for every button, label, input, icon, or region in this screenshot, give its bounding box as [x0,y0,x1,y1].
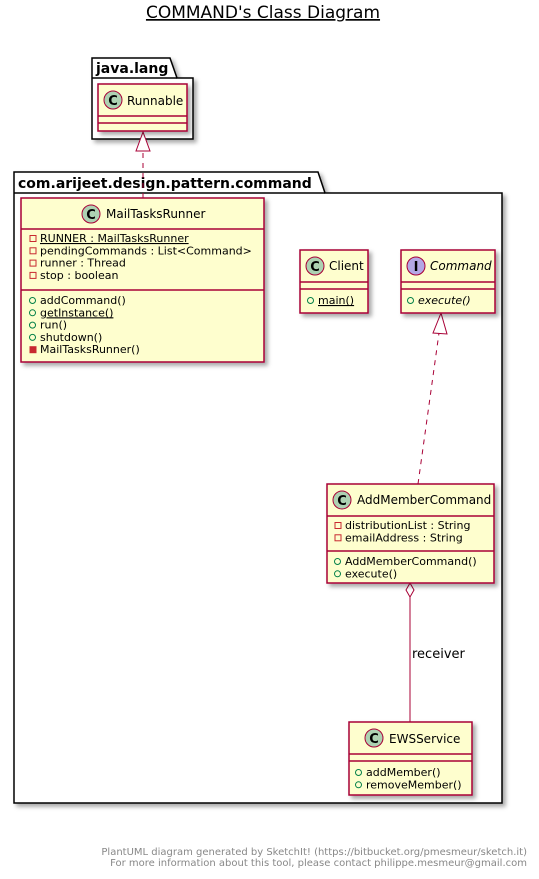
diagram-title: COMMAND's Class Diagram [146,3,380,23]
class-badge-icon: C [305,256,325,276]
class-name: EWSService [389,732,460,746]
package-command-title: com.arijeet.design.pattern.command [18,176,312,192]
class-name: Runnable [127,94,183,108]
class-name: Command [430,259,492,273]
class-badge-icon: C [81,204,101,224]
svg-text:C: C [86,208,96,223]
class-ewsservice[interactable]: C EWSService addMember()removeMember() [348,721,473,796]
interface-badge-icon: I [406,256,426,276]
class-method: execute() [345,567,397,580]
class-method: AddMemberCommand() [345,555,477,568]
class-method: addMember() [366,766,441,779]
class-field: pendingCommands : List<Command> [40,244,252,257]
edge-aggregation-receiver [405,581,415,722]
svg-text:I: I [414,260,419,275]
class-method: execute() [418,294,471,307]
class-name: Client [329,259,364,273]
public-visibility-icon [355,781,362,789]
class-method: shutdown() [40,331,102,344]
public-visibility-icon [334,570,341,578]
svg-text:C: C [369,732,379,747]
class-client[interactable]: C Client main() [299,249,369,314]
public-visibility-icon [29,321,36,329]
class-field: runner : Thread [40,257,126,270]
class-field: RUNNER : MailTasksRunner [40,232,189,245]
public-visibility-icon [29,297,36,304]
public-visibility-icon [334,558,341,565]
class-field: emailAddress : String [345,531,463,544]
class-method: removeMember() [366,778,462,791]
private-visibility-icon [29,346,37,354]
edge-mailtasksrunner-implements-runnable [135,130,151,198]
public-visibility-icon [29,333,36,341]
class-badge-icon: C [103,90,123,110]
private-visibility-icon [29,235,37,242]
footer-line-1: PlantUML diagram generated by SketchIt! … [101,847,527,858]
class-members: RUNNER : MailTasksRunnerpendingCommands … [29,232,252,356]
class-field: stop : boolean [40,269,118,282]
footer-line-2: For more information about this tool, pl… [110,858,527,869]
class-members: main() [307,294,354,307]
class-method: MailTasksRunner() [40,343,140,356]
class-members: addMember()removeMember() [355,766,462,791]
public-visibility-icon [355,769,362,776]
public-visibility-icon [407,297,414,304]
class-method: getInstance() [40,306,113,319]
svg-text:C: C [310,260,320,275]
interface-command[interactable]: I Command execute() [400,249,496,314]
class-method: run() [40,319,67,332]
class-name: MailTasksRunner [106,207,206,221]
edge-receiver-label: receiver [412,647,466,662]
private-visibility-icon [29,247,37,255]
class-name: AddMemberCommand [357,493,491,507]
package-java-lang-title: java.lang [95,61,168,77]
class-mailtasksrunner[interactable]: C MailTasksRunner RUNNER : MailTasksRunn… [20,197,265,363]
class-addmembercommand[interactable]: C AddMemberCommand distributionList : St… [326,483,495,584]
edge-addmembercommand-implements-command [417,311,448,485]
public-visibility-icon [29,309,36,317]
svg-text:C: C [337,494,347,509]
class-badge-icon: C [364,728,384,748]
class-method: addCommand() [40,294,126,307]
class-method: main() [318,294,354,307]
private-visibility-icon [29,259,37,267]
private-visibility-icon [29,271,37,279]
class-runnable[interactable]: C Runnable [97,83,188,132]
class-badge-icon: C [332,490,352,510]
class-field: distributionList : String [345,519,470,532]
svg-text:C: C [108,94,118,109]
private-visibility-icon [334,534,342,542]
public-visibility-icon [307,297,314,304]
class-members: execute() [407,294,471,307]
private-visibility-icon [334,522,342,529]
